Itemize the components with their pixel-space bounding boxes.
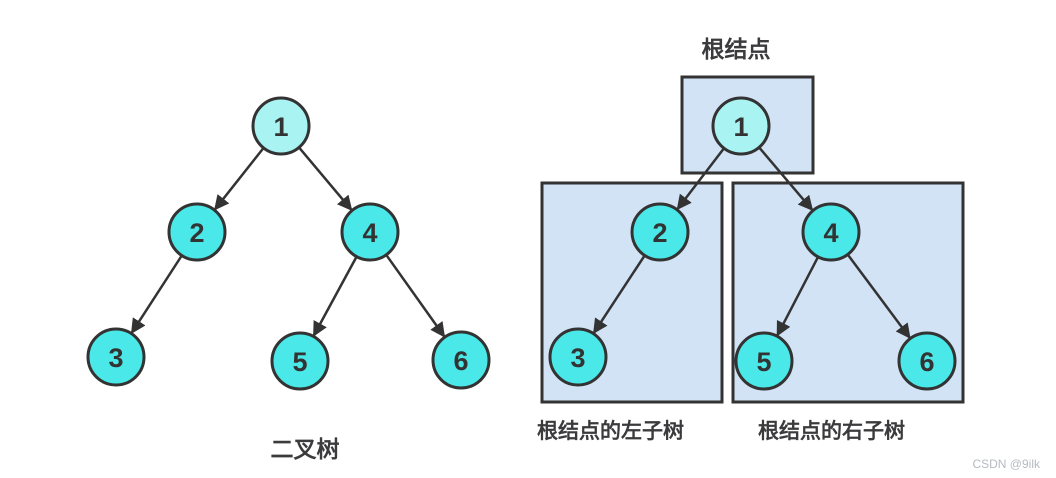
tree-node-value-4: 4 <box>823 218 838 248</box>
label-right-subtree: 根结点的右子树 <box>758 419 905 443</box>
tree-node-circle-2 <box>167 202 227 262</box>
tree-node-value-4: 4 <box>362 218 377 248</box>
tree-node-value-5: 5 <box>292 347 307 377</box>
tree-node-circle-1 <box>251 96 311 156</box>
edge-arrow-2-3 <box>592 254 646 335</box>
tree-node-value-5: 5 <box>756 347 771 377</box>
watermark: CSDN @9ilk <box>972 457 1041 471</box>
edge-arrow-4-5 <box>776 256 820 337</box>
edge-arrow-4-6 <box>385 254 446 338</box>
tree-node-value-1: 1 <box>273 112 288 142</box>
tree-node-circle-4 <box>340 202 400 262</box>
label-root-node: 根结点 <box>702 36 771 62</box>
tree-node-value-6: 6 <box>919 347 934 377</box>
tree-node-value-2: 2 <box>652 218 667 248</box>
tree-node-circle-3 <box>548 327 608 387</box>
edge-arrow-4-5 <box>312 256 358 337</box>
edge-arrow-2-3 <box>130 254 183 334</box>
tree-node-circle-6 <box>431 330 491 390</box>
caption-binary-tree: 二叉树 <box>271 436 340 462</box>
tree-node-circle-1 <box>711 96 771 156</box>
tree-node-circle-5 <box>270 331 330 391</box>
tree-node-circle-5 <box>734 331 794 391</box>
label-left-subtree: 根结点的左子树 <box>537 419 684 443</box>
tree-node-value-3: 3 <box>570 343 585 373</box>
edge-arrow-1-2 <box>214 147 265 211</box>
tree-node-circle-3 <box>86 327 146 387</box>
tree-node-value-2: 2 <box>189 218 204 248</box>
tree-node-value-3: 3 <box>108 343 123 373</box>
right-binary-tree-with-subtrees: 1 2 4 3 5 6 根结点 根结点的左子树 根结点的右子树 <box>537 36 965 443</box>
tree-node-value-1: 1 <box>733 112 748 142</box>
tree-node-circle-6 <box>897 331 957 391</box>
edge-arrow-1-2 <box>676 147 725 211</box>
edge-arrow-1-4 <box>758 146 814 212</box>
left-binary-tree: 1 2 4 3 5 6 二叉树 <box>86 96 491 462</box>
tree-node-circle-2 <box>630 202 690 262</box>
edge-arrow-1-4 <box>298 146 353 211</box>
tree-node-value-6: 6 <box>453 346 468 376</box>
edge-arrow-4-6 <box>846 253 911 339</box>
tree-node-circle-4 <box>801 202 861 262</box>
